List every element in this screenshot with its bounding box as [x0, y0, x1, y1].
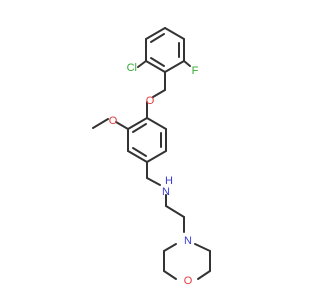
bond [150, 33, 165, 43]
bond [145, 60, 166, 73]
bond [115, 121, 129, 130]
chemical-structure: Cl F O O H N N O [92, 27, 211, 287]
ether-oxygen-label: O [146, 95, 155, 107]
bond [146, 177, 161, 186]
bond [127, 150, 148, 163]
bond [137, 60, 147, 68]
atom-labels: Cl F O O H N N O [109, 62, 199, 287]
bond [132, 147, 147, 157]
bond [92, 118, 109, 129]
fluorine-label: F [192, 65, 199, 77]
bond [197, 270, 211, 280]
bond [163, 243, 177, 252]
bond [183, 60, 191, 67]
bond [146, 150, 167, 163]
methoxy-oxygen-label: O [109, 115, 118, 127]
bond [163, 270, 177, 280]
bond [165, 205, 185, 218]
bond [194, 243, 211, 252]
bonds [92, 27, 211, 280]
bond [164, 27, 185, 40]
morpholine-oxygen-label: O [184, 275, 193, 287]
bond [132, 123, 147, 133]
bond [152, 89, 166, 98]
amine-hydrogen-label: H [165, 175, 173, 187]
bond [146, 117, 167, 130]
amine-nitrogen-label: N [162, 186, 170, 198]
bond [150, 57, 165, 67]
morpholine-nitrogen-label: N [184, 235, 192, 247]
chlorine-label: Cl [127, 62, 137, 74]
bond [127, 117, 148, 130]
bond [145, 27, 166, 40]
bond [164, 60, 185, 73]
